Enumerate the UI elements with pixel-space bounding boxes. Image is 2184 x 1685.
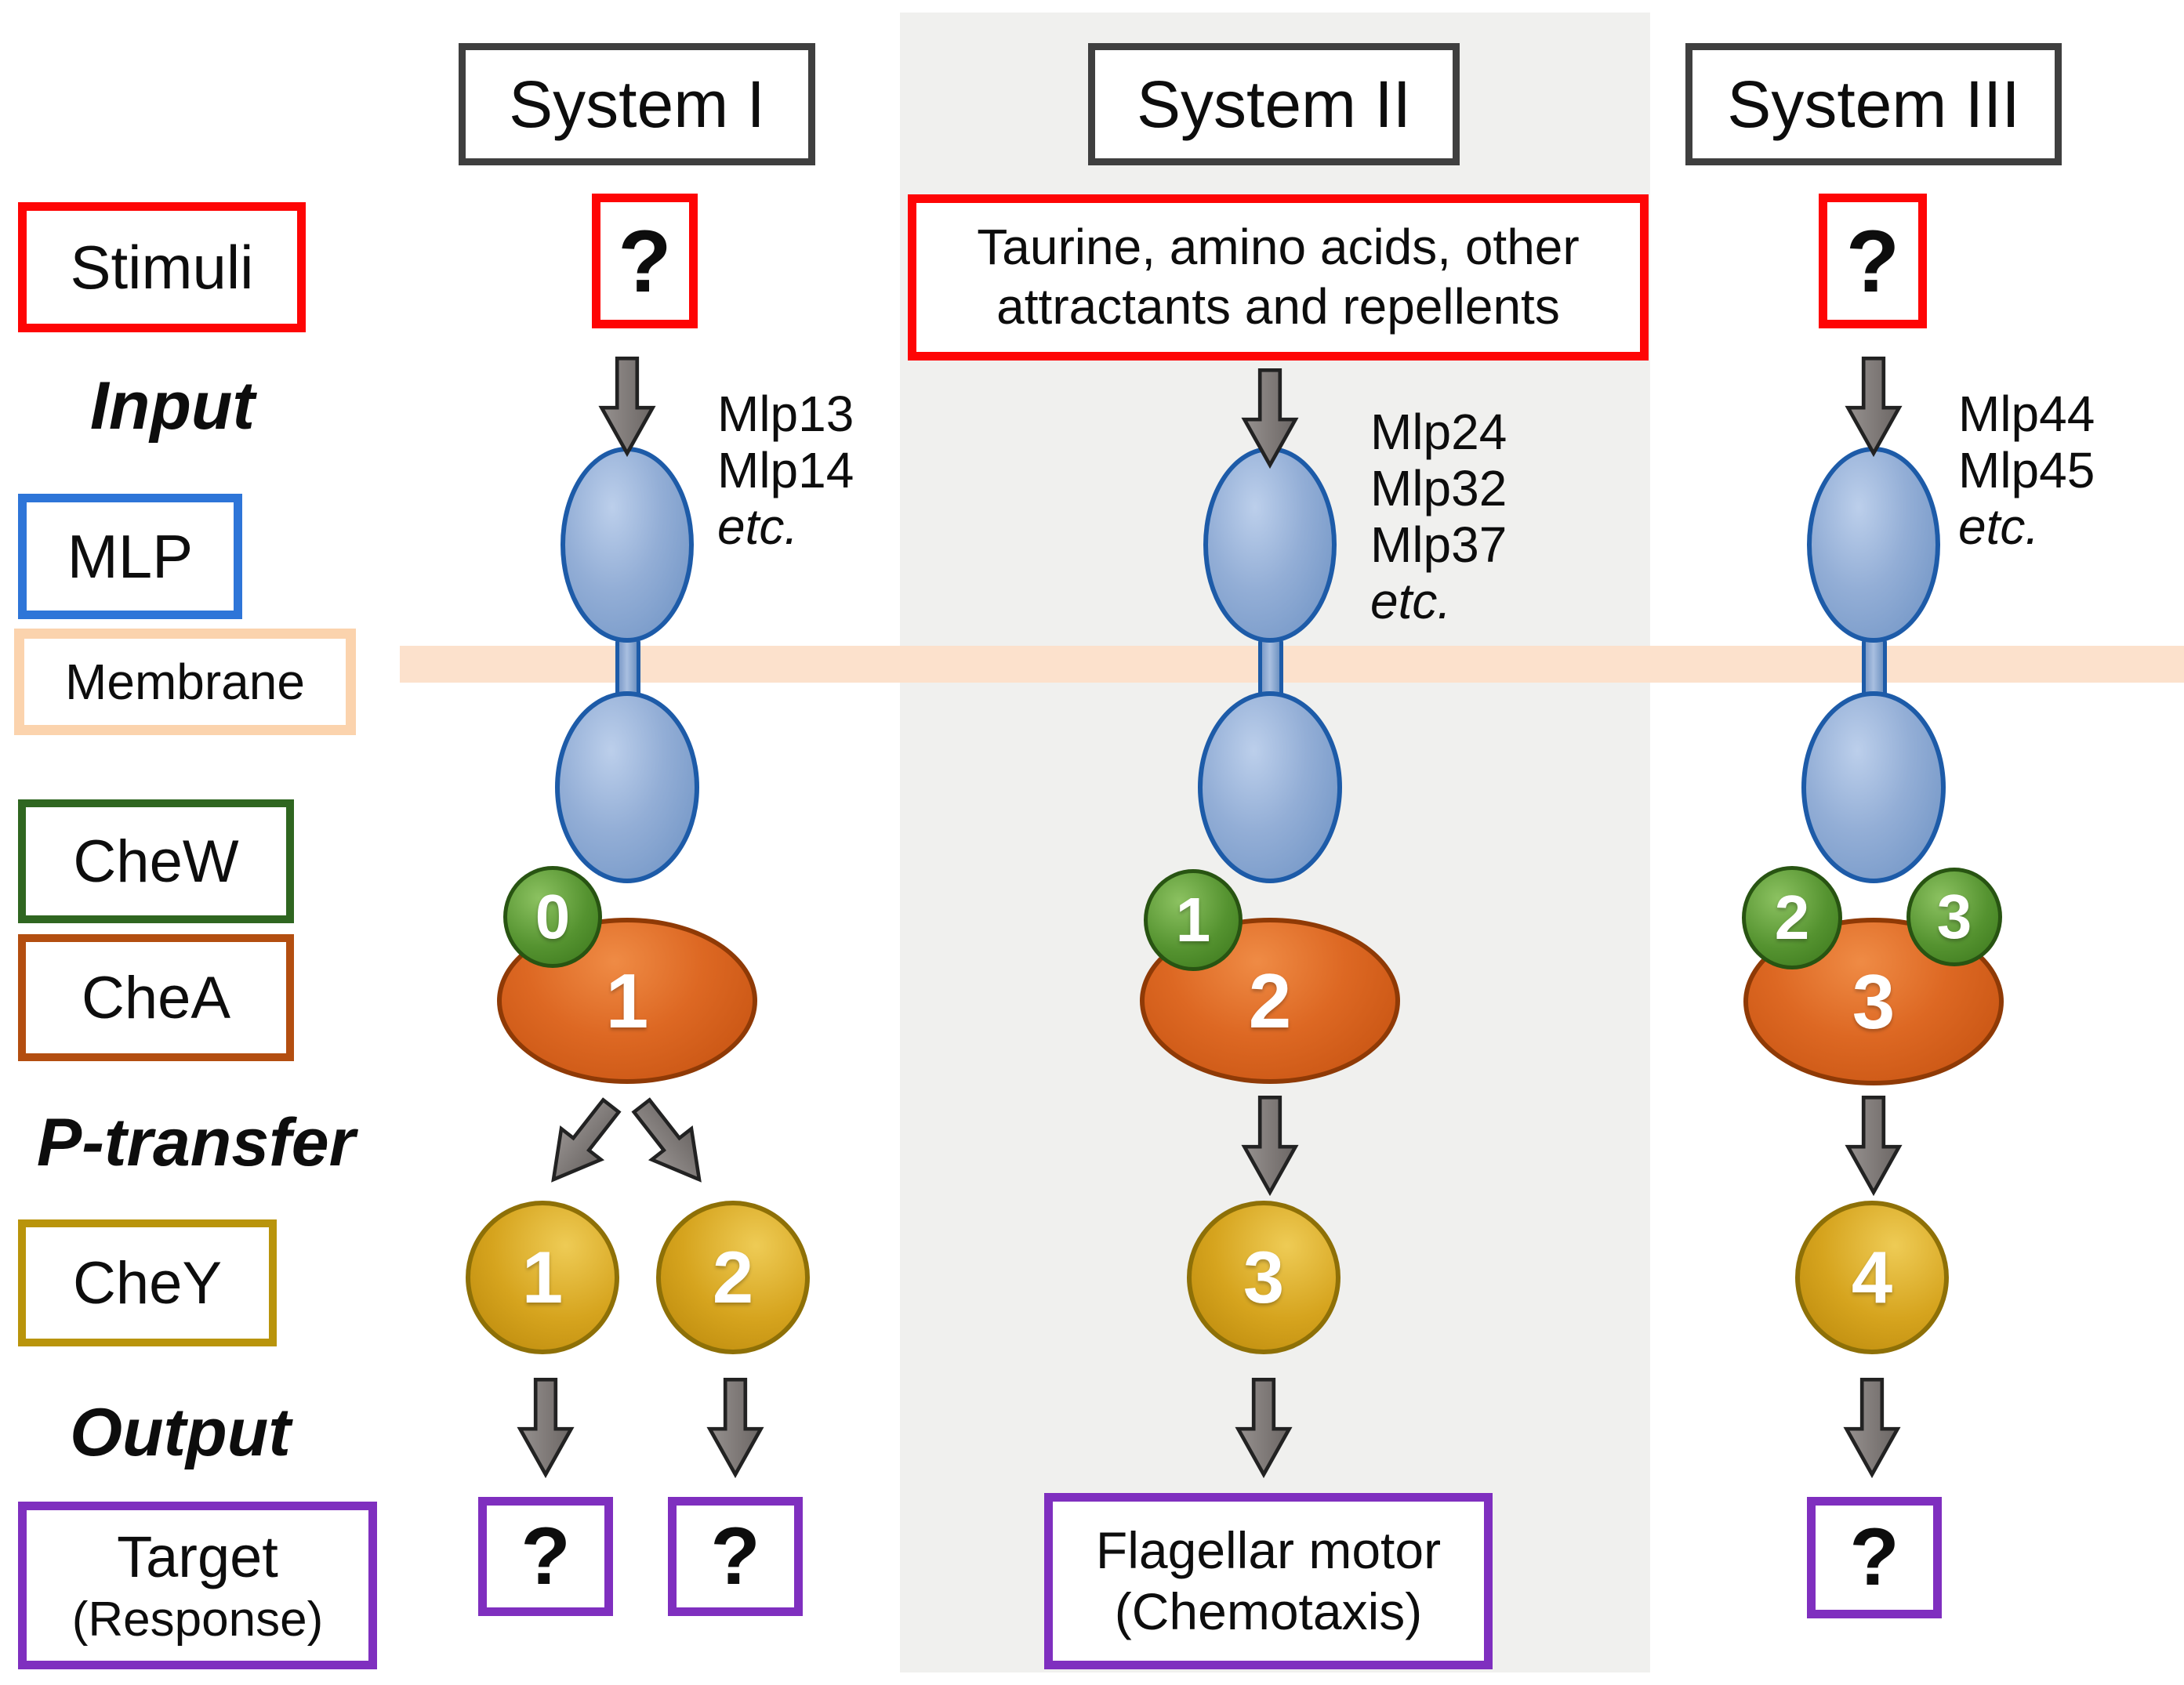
system3-chey-number: 4 [1851, 1236, 1893, 1318]
legend-mlp-label: MLP [67, 521, 194, 591]
mlp-label: Mlp45 [1958, 442, 2095, 498]
system2-chey-number: 3 [1243, 1236, 1285, 1318]
system2-receptor-top-domain [1203, 447, 1337, 643]
mlp-label: etc. [1958, 498, 2040, 555]
system3-target-text: ? [1849, 1512, 1899, 1603]
diagonal-arrow-icon [631, 1097, 702, 1183]
system1-title: System I [509, 67, 765, 141]
down-arrow-icon [1235, 1378, 1293, 1479]
down-arrow-icon [1845, 357, 1903, 458]
system1-chey-circle-1: 1 [466, 1201, 619, 1354]
system2-stimulus-box: Taurine, amino acids, other attractants … [908, 194, 1649, 361]
system1-stimulus-text: ? [618, 212, 672, 310]
legend-target-box: Target (Response) [18, 1502, 377, 1669]
system2-chew-circle: 1 [1144, 869, 1243, 971]
legend-stimuli-label: Stimuli [70, 232, 254, 302]
legend-target-label: Target [117, 1524, 278, 1589]
legend-membrane-box: Membrane [14, 629, 356, 735]
system2-target-box: Flagellar motor (Chemotaxis) [1044, 1493, 1493, 1669]
down-arrow-icon [1845, 1096, 1903, 1197]
system1-target-text-2: ? [710, 1510, 760, 1602]
system1-chey-circle-2: 2 [656, 1201, 810, 1354]
legend-mlp-box: MLP [18, 494, 242, 619]
system2-stimulus-line1: Taurine, amino acids, other [977, 219, 1580, 276]
system1-chew-circle: 0 [503, 866, 602, 968]
system2-title: System II [1136, 67, 1412, 141]
legend-chey-box: CheY [18, 1219, 277, 1346]
mlp-label: Mlp13 [717, 386, 854, 442]
system1-chey-number-1: 1 [521, 1236, 564, 1318]
system3-chew-number-right: 3 [1936, 882, 1972, 951]
legend-ptransfer-label: P-transfer [36, 1104, 356, 1180]
mlp-label: Mlp14 [717, 442, 854, 498]
system3-receptor-bottom-domain [1801, 691, 1946, 883]
legend-chey-label: CheY [72, 1249, 223, 1317]
legend-membrane-label: Membrane [65, 654, 305, 710]
system3-chea-number: 3 [1852, 958, 1896, 1045]
system2-chey-circle: 3 [1187, 1201, 1341, 1354]
system3-chey-circle: 4 [1795, 1201, 1949, 1354]
system2-chew-number: 1 [1175, 885, 1211, 955]
system1-chew-number: 0 [535, 882, 571, 951]
system1-target-box-2: ? [668, 1497, 803, 1616]
system3-title: System III [1727, 67, 2020, 141]
system3-mlp-labels: Mlp44 Mlp45 etc. [1958, 386, 2095, 555]
mlp-label: etc. [717, 498, 799, 555]
mlp-label: Mlp24 [1370, 404, 1507, 460]
system3-stimulus-box: ? [1819, 194, 1927, 328]
mlp-label: Mlp32 [1370, 460, 1507, 516]
membrane-band [400, 646, 2184, 683]
system3-chew-circle-right: 3 [1906, 868, 2002, 966]
down-arrow-icon [517, 1378, 575, 1479]
system1-receptor-top-domain [561, 447, 694, 643]
system2-target-line1: Flagellar motor [1095, 1520, 1442, 1579]
system1-target-text-1: ? [521, 1510, 571, 1602]
system3-target-box: ? [1807, 1497, 1942, 1618]
legend-input-label: Input [89, 368, 256, 444]
legend-stimuli-box: Stimuli [18, 202, 306, 332]
legend-response-label: (Response) [71, 1593, 324, 1647]
system2-chea-number: 2 [1248, 957, 1292, 1044]
down-arrow-icon [1241, 1096, 1299, 1197]
system2-mlp-labels: Mlp24 Mlp32 Mlp37 etc. [1370, 404, 1507, 629]
system1-stimulus-box: ? [592, 194, 698, 328]
diagonal-arrow-icon [551, 1097, 622, 1183]
system1-receptor-bottom-domain [555, 691, 699, 883]
legend-chew-box: CheW [18, 799, 294, 923]
mlp-label: Mlp37 [1370, 516, 1507, 573]
down-arrow-icon [1241, 368, 1299, 469]
system3-chew-circle-left: 2 [1742, 866, 1842, 969]
system1-chea-ellipse: 1 [497, 918, 757, 1084]
legend-output-label: Output [70, 1394, 291, 1470]
legend-chea-label: CheA [81, 964, 231, 1031]
system2-receptor-bottom-domain [1198, 691, 1342, 883]
system1-chea-number: 1 [605, 957, 649, 1044]
legend-chea-box: CheA [18, 934, 294, 1061]
mlp-label: Mlp44 [1958, 386, 2095, 442]
system1-chey-number-2: 2 [712, 1236, 754, 1318]
system3-chew-number-left: 2 [1774, 882, 1810, 952]
down-arrow-icon [598, 357, 656, 458]
system1-mlp-labels: Mlp13 Mlp14 etc. [717, 386, 854, 555]
system3-stimulus-text: ? [1845, 212, 1900, 310]
system1-header: System I [459, 43, 815, 165]
mlp-label: etc. [1370, 573, 1452, 629]
system2-target-line2: (Chemotaxis) [1114, 1582, 1423, 1640]
system2-stimulus-line2: attractants and repellents [996, 278, 1560, 335]
system1-target-box-1: ? [478, 1497, 613, 1616]
system3-receptor-top-domain [1807, 447, 1940, 643]
system3-header: System III [1685, 43, 2062, 165]
down-arrow-icon [1843, 1378, 1901, 1479]
legend-chew-label: CheW [73, 828, 239, 895]
down-arrow-icon [706, 1378, 764, 1479]
system2-header: System II [1088, 43, 1460, 165]
